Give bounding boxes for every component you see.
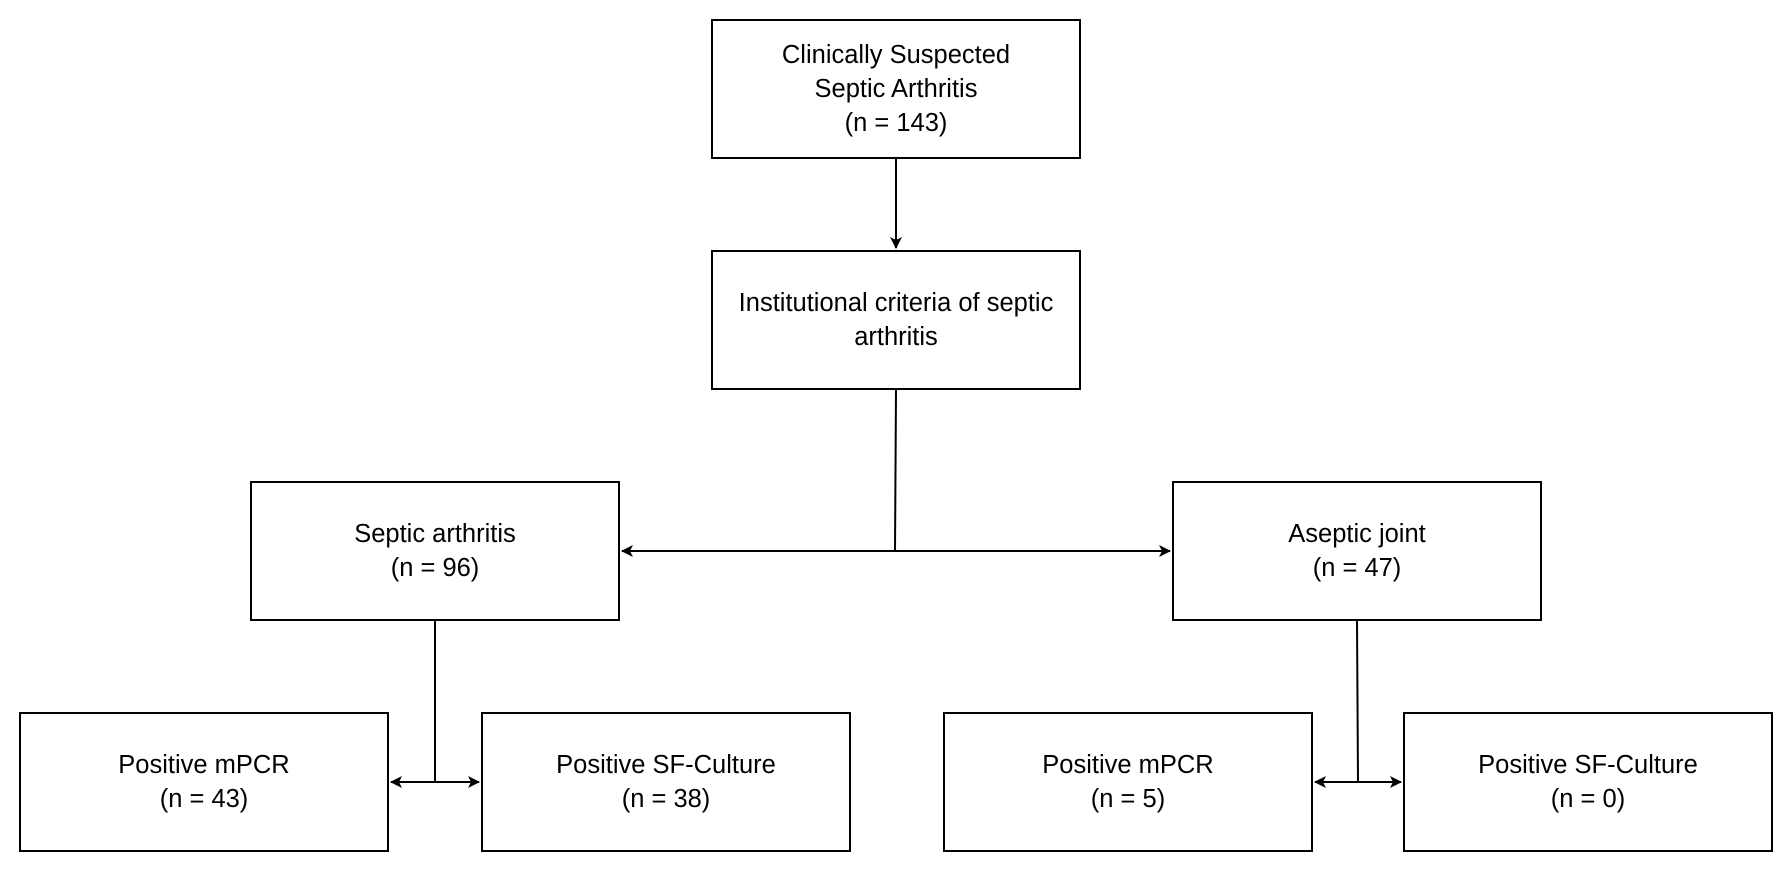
box-clinically-suspected: Clinically Suspected Septic Arthritis (n… <box>711 19 1081 159</box>
box-count: (n = 96) <box>390 554 480 582</box>
box-septic-arthritis: Septic arthritis (n = 96) <box>250 481 620 621</box>
box-septic-positive-mpcr: Positive mPCR (n = 43) <box>19 712 389 852</box>
box-aseptic-joint: Aseptic joint (n = 47) <box>1172 481 1542 621</box>
box-count: (n = 47) <box>1312 554 1402 582</box>
box-text-line: Positive mPCR <box>118 751 290 779</box>
box-count: (n = 38) <box>621 785 711 813</box>
box-institutional-criteria: Institutional criteria of septic arthrit… <box>711 250 1081 390</box>
box-text-line: Aseptic joint <box>1288 520 1426 548</box>
box-count: (n = 143) <box>844 109 948 137</box>
box-text-line: Institutional criteria of septic <box>738 289 1054 317</box>
box-septic-positive-sf-culture: Positive SF-Culture (n = 38) <box>481 712 851 852</box>
box-text-line: Positive SF-Culture <box>556 751 776 779</box>
box-aseptic-positive-sf-culture: Positive SF-Culture (n = 0) <box>1403 712 1773 852</box>
box-text-line: Positive SF-Culture <box>1478 751 1698 779</box>
box-text-line: Clinically Suspected <box>781 41 1011 69</box>
box-count: (n = 0) <box>1550 785 1626 813</box>
box-text-line: Septic arthritis <box>354 520 516 548</box>
box-text-line: Positive mPCR <box>1042 751 1214 779</box>
line-aseptic-trunk <box>1356 620 1359 783</box>
box-text-line: Septic Arthritis <box>814 75 978 103</box>
box-count: (n = 5) <box>1090 785 1166 813</box>
box-count: (n = 43) <box>159 785 249 813</box>
box-text-line: arthritis <box>854 323 938 351</box>
line-criteria-trunk <box>894 389 897 552</box>
box-aseptic-positive-mpcr: Positive mPCR (n = 5) <box>943 712 1313 852</box>
